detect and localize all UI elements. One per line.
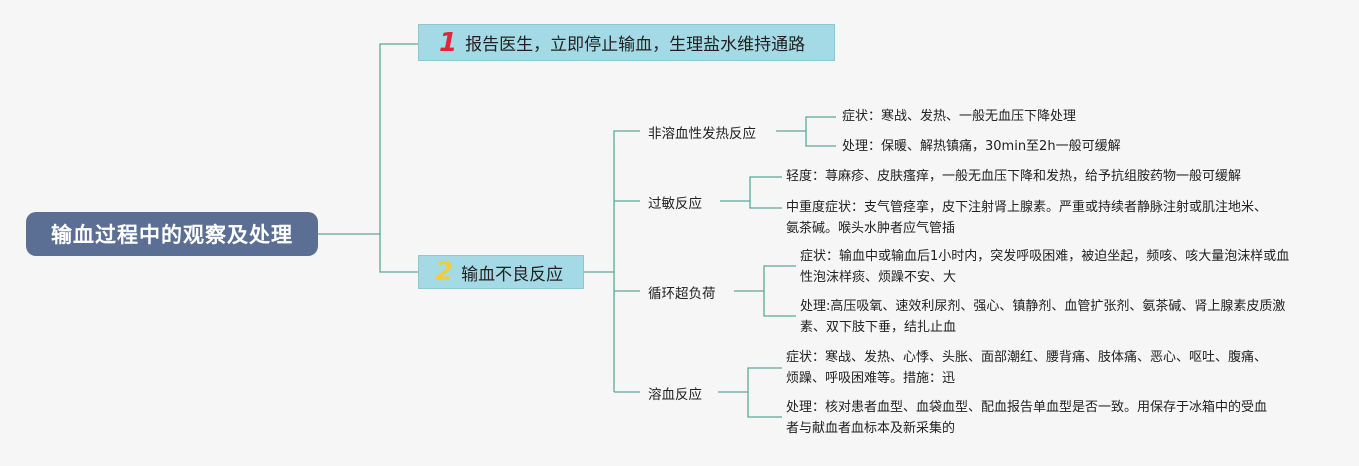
leaf-circulatory-treatment[interactable]: 处理:高压吸氧、速效利尿剂、强心、镇静剂、血管扩张剂、氨茶碱、肾上腺素皮质激素、… <box>800 299 1286 335</box>
leaf-allergy-severe[interactable]: 中重度症状：支气管痉挛，皮下注射肾上腺素。严重或持续者静脉注射或肌注地米、氨茶碱… <box>786 200 1268 236</box>
sub-node-hemolytic[interactable]: 溶血反应 <box>648 387 702 403</box>
connector-sub2 <box>720 176 782 209</box>
connector-sub1 <box>776 116 836 147</box>
leaf-circulatory-symptom[interactable]: 症状：输血中或输血后1小时内，突发呼吸困难，被迫坐起，频咳、咳大量泡沫样或血性泡… <box>800 249 1290 285</box>
leaf-hemolytic-symptom[interactable]: 症状：寒战、发热、心悸、头胀、面部潮红、腰背痛、肢体痛、恶心、呕吐、腹痛、烦躁、… <box>786 350 1268 386</box>
leaf-fever-treatment[interactable]: 处理：保暖、解热镇痛，30min至2h一般可缓解 <box>842 139 1121 154</box>
branch-label-2: 输血不良反应 <box>461 264 564 285</box>
branch-label-1: 报告医生，立即停止输血，生理盐水维持通路 <box>465 35 806 55</box>
leaf-allergy-mild[interactable]: 轻度：荨麻疹、皮肤瘙痒，一般无血压下降和发热，给予抗组胺药物一般可缓解 <box>786 169 1242 184</box>
root-node[interactable]: 输血过程中的观察及处理 <box>26 212 318 256</box>
sub-node-fever[interactable]: 非溶血性发热反应 <box>648 126 756 142</box>
number-badge-2: 2 <box>435 257 454 287</box>
branch-node-1[interactable]: 1 报告医生，立即停止输血，生理盐水维持通路 <box>418 24 835 61</box>
leaf-fever-symptom[interactable]: 症状：寒战、发热、一般无血压下降处理 <box>842 109 1077 124</box>
connector-root <box>318 43 418 273</box>
number-badge-1: 1 <box>439 27 458 58</box>
leaf-hemolytic-treatment[interactable]: 处理：核对患者血型、血袋血型、配血报告单血型是否一致。用保存于冰箱中的受血者与献… <box>786 400 1268 436</box>
connector-branch2 <box>584 130 640 393</box>
branch-node-2[interactable]: 2 输血不良反应 <box>418 255 584 289</box>
sub-node-allergy[interactable]: 过敏反应 <box>648 196 702 212</box>
connector-sub4 <box>718 367 782 418</box>
sub-node-circulatory[interactable]: 循环超负荷 <box>648 286 716 302</box>
connector-sub3 <box>734 265 796 317</box>
